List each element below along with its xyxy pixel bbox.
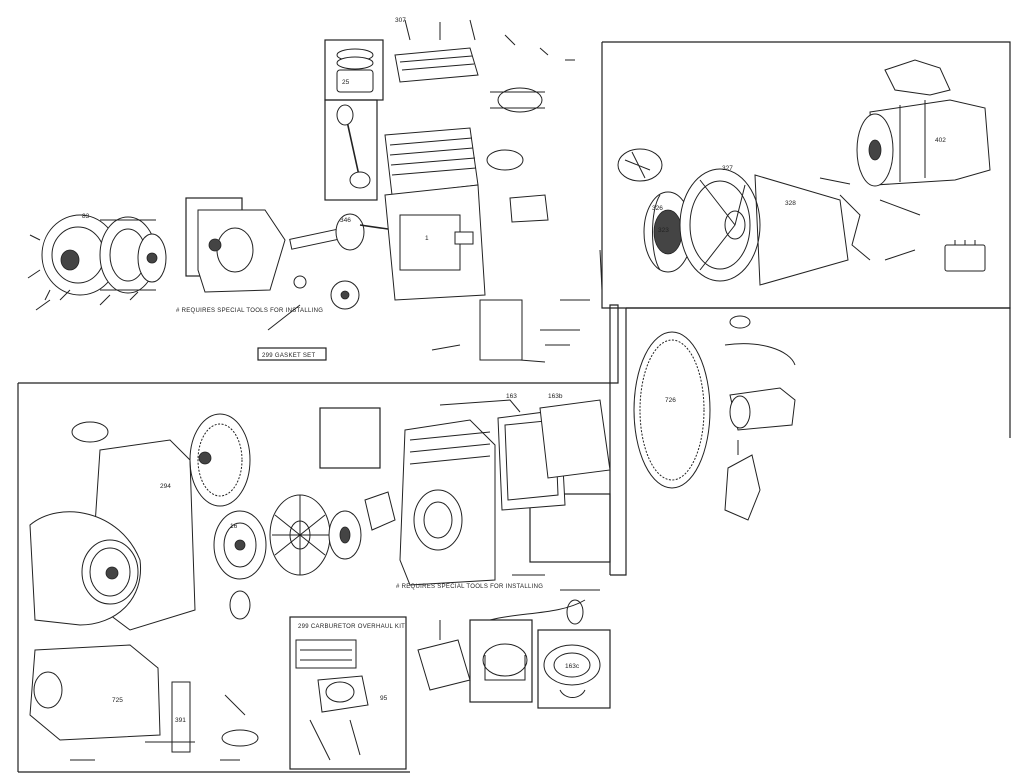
- blower-housing-group: 294 725: [29, 413, 251, 753]
- filter-box-1: [469, 619, 533, 703]
- note-carb-overhaul: 299 CARBURETOR OVERHAUL KIT: [298, 624, 405, 630]
- note-special-tools-1: # REQUIRES SPECIAL TOOLS FOR INSTALLING: [176, 308, 323, 314]
- carburetor-box: [289, 616, 407, 770]
- label-flywheel-screen: 328: [785, 200, 796, 207]
- connecting-rod-box: [324, 99, 378, 201]
- label-starter-motor: 402: [935, 137, 946, 144]
- label-flywheel-fan: 16: [230, 523, 238, 530]
- starter-generator: 327 326 323 328 402: [617, 59, 991, 286]
- engine-block-lower: 163 163b # REQUIRES SPECIAL TOOLS FOR IN…: [364, 393, 611, 625]
- note-gasket-set: 299 GASKET SET: [262, 353, 315, 359]
- label-pulley: 327: [722, 165, 733, 172]
- label-air-cleaner: 163: [506, 393, 517, 400]
- label-ring-gear: 326: [652, 205, 663, 212]
- label-ring-gear-large: 726: [665, 397, 676, 404]
- label-shroud: 725: [112, 697, 123, 704]
- label-piston: 25: [342, 79, 350, 86]
- governor-box: [319, 407, 381, 469]
- carburetor-group: 299 CARBURETOR OVERHAUL KIT 95 163c 391: [175, 620, 601, 761]
- note-special-tools-2: # REQUIRES SPECIAL TOOLS FOR INSTALLING: [396, 584, 543, 590]
- label-blower-housing: 294: [160, 483, 171, 490]
- label-cyl-block: 1: [425, 235, 429, 242]
- label-cyl-head: 307: [395, 17, 406, 24]
- label-starter-bracket: 323: [658, 227, 669, 234]
- alternator-assembly: 83: [27, 213, 167, 301]
- frame-ring-gear-left: [610, 308, 627, 576]
- label-crank: 346: [340, 217, 351, 224]
- ring-gear-assembly: 726: [633, 315, 796, 521]
- gasket-set-box: [257, 347, 327, 361]
- frame-ring-gear-box: [626, 307, 1011, 438]
- label-cover-bottom: 391: [175, 717, 186, 724]
- flywheel-fan-group: 16: [213, 494, 362, 620]
- label-carburetor: 95: [380, 695, 388, 702]
- frame-top-left-bottom: [18, 304, 619, 575]
- crankshaft-group: 346 299 GASKET SET: [262, 213, 396, 359]
- piston-rod-group: 25: [336, 48, 374, 189]
- label-filter-elem: 163c: [565, 663, 580, 670]
- section-frames: [17, 39, 1011, 773]
- label-flywheel-left: 83: [82, 213, 90, 220]
- filter-box-2: [537, 629, 611, 709]
- crankcase-cover: # REQUIRES SPECIAL TOOLS FOR INSTALLING: [176, 209, 323, 314]
- engine-block: 307 1: [384, 17, 580, 361]
- fuel-pump-box: [529, 493, 611, 563]
- leader-lines: [35, 249, 603, 761]
- label-fuel-tank: 163b: [548, 393, 563, 400]
